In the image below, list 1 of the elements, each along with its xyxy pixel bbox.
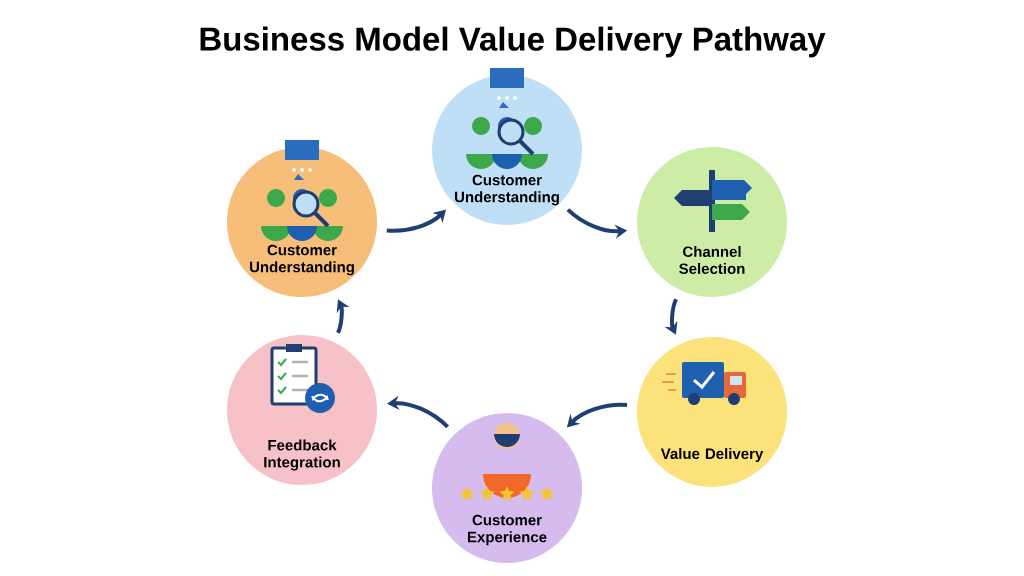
title: Business Model Value Delivery Pathway	[200, 26, 826, 58]
